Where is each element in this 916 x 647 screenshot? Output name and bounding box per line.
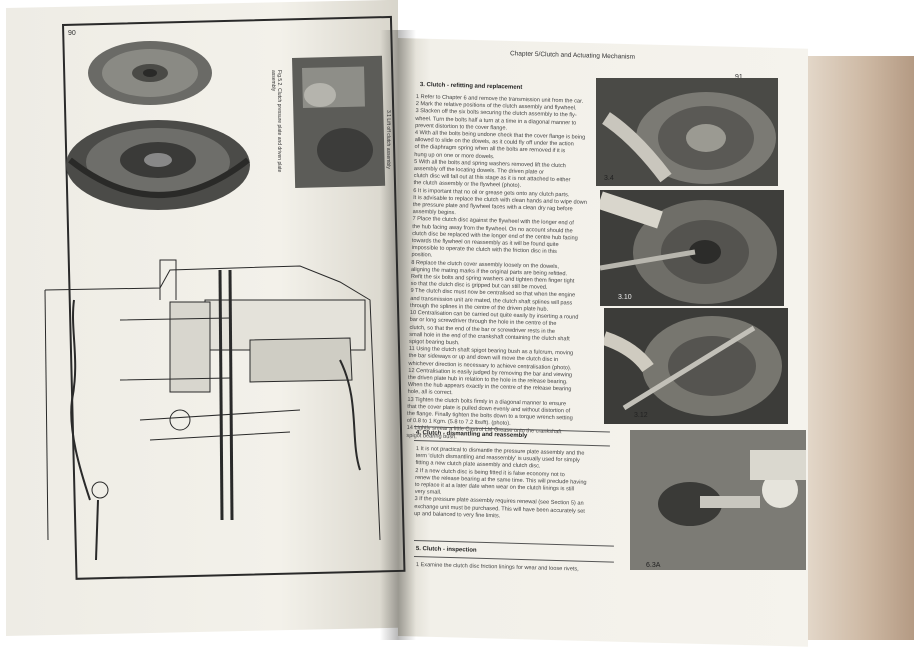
photo-3-12: [604, 308, 788, 424]
driven-plate-image: [88, 41, 212, 105]
right-page-number: 91: [735, 74, 743, 81]
clutch-cross-section-drawing: [44, 259, 381, 561]
photo-caption-3-12: 3.12: [634, 412, 648, 419]
photo-3-4: [596, 78, 778, 186]
photo-6-3a: [630, 430, 806, 570]
pressure-plate-image: [66, 120, 250, 210]
book-cover-edge: [796, 56, 914, 640]
photo-caption-3-10: 3.10: [618, 294, 632, 301]
book-gutter-shadow: [380, 30, 416, 640]
photo-3-10: [600, 190, 784, 306]
figure-caption: Fig.5.2. Clutch pressure plate and drive…: [270, 70, 282, 173]
left-page-number: 90: [68, 30, 76, 37]
section-3-text: 1 Refer to Chapter 6 and remove the tran…: [406, 94, 596, 445]
photo-caption-6-3a: 6.3A: [646, 562, 661, 569]
photo-caption-3-4: 3.4: [604, 175, 614, 182]
photo-caption-small: 3.1 Lift off clutch assembly: [385, 110, 391, 169]
clutch-removal-photo: [292, 55, 386, 188]
section-4-text: 1 It is not practical to dismantle the p…: [414, 446, 616, 524]
